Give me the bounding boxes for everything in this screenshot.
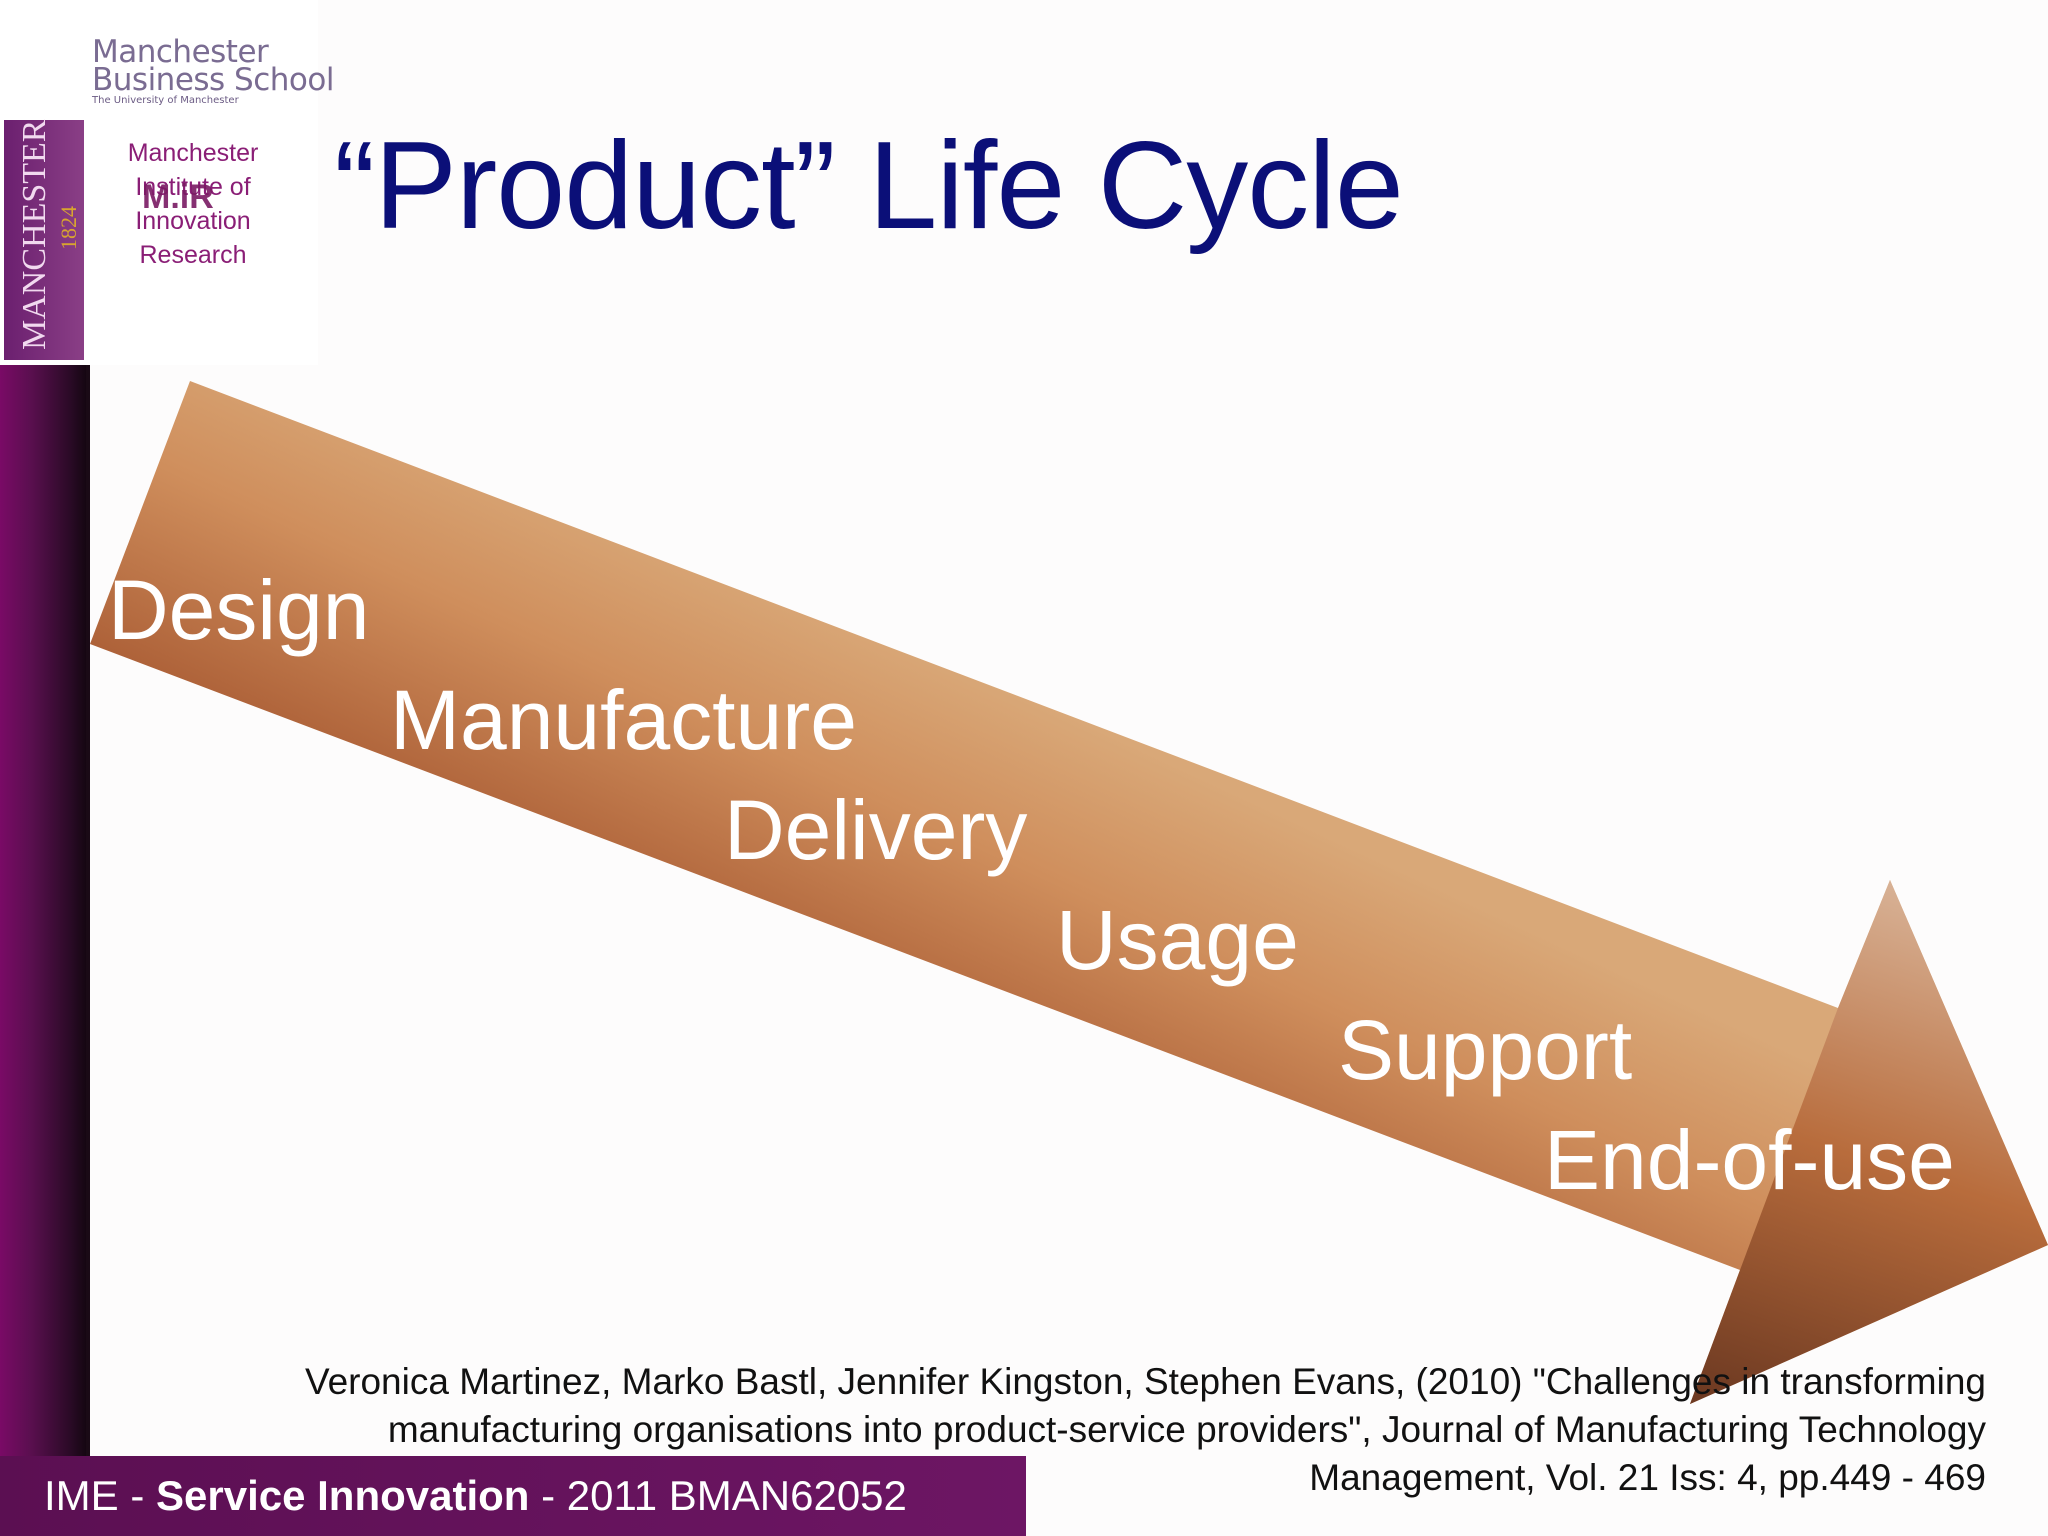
arrow-head <box>1690 880 2048 1404</box>
stage-usage: Usage <box>1056 893 1299 987</box>
business-school-logo: Manchester Business School The Universit… <box>92 34 334 108</box>
citation-line: Management, Vol. 21 Iss: 4, pp.449 - 469 <box>1309 1457 1986 1498</box>
citation: Veronica Martinez, Marko Bastl, Jennifer… <box>166 1358 1986 1502</box>
arrow-shaft <box>90 381 2048 1404</box>
stage-support: Support <box>1338 1003 1633 1097</box>
school-subtitle: The University of Manchester <box>92 95 239 106</box>
stage-delivery: Delivery <box>724 783 1028 877</box>
footer-bar: IME - Service Innovation - 2011 BMAN6205… <box>0 1456 1026 1536</box>
school-name-line1: Manchester <box>92 34 269 70</box>
citation-line: manufacturing organisations into product… <box>387 1409 1986 1450</box>
footer-course: Service Innovation <box>156 1472 530 1519</box>
footer-separator: - <box>529 1472 567 1519</box>
institute-line: Innovation <box>135 207 251 235</box>
stage-end-of-use: End-of-use <box>1544 1113 1955 1207</box>
school-name-line2: Business School <box>92 62 334 98</box>
university-crest <box>4 120 84 360</box>
institute-line: Institute of <box>135 173 251 201</box>
institute-logo: Manchester Institute of Innovation Resea… <box>112 136 274 272</box>
slide-title: “Product” Life Cycle <box>334 117 1404 255</box>
footer-code: 2011 BMAN62052 <box>566 1472 907 1519</box>
stage-design: Design <box>108 563 370 657</box>
citation-line: Veronica Martinez, Marko Bastl, Jennifer… <box>304 1361 1986 1402</box>
institute-line: Manchester <box>127 139 259 167</box>
sidebar-edge <box>86 365 90 1458</box>
institute-line: Research <box>139 241 247 269</box>
footer-prefix: IME <box>44 1472 119 1519</box>
stage-manufacture: Manufacture <box>390 673 857 767</box>
institute-abbrev: M.iR <box>142 178 214 216</box>
footer-separator: - <box>118 1472 156 1519</box>
sidebar-bar <box>0 365 88 1458</box>
